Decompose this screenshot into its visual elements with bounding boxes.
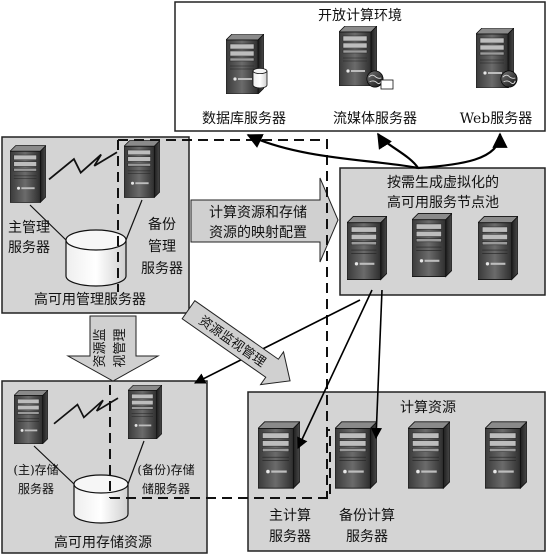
server-icon <box>347 215 387 281</box>
open-environment-panel: 开放计算环境 数据库服务器 流媒体服务器 Web服务器 <box>174 1 546 132</box>
server-icon <box>10 145 46 203</box>
primary-management-server-label-line1: 主管理 <box>8 220 50 236</box>
server-pool-title-line2: 高可用服务节点池 <box>387 194 499 211</box>
primary-compute-server-label-line2: 服务器 <box>269 529 311 545</box>
monitoring-down-label-col2: 视管理 <box>113 328 128 367</box>
backup-management-server-label-line2: 管理 <box>148 239 176 255</box>
backup-management-server-label-line3: 服务器 <box>141 261 183 277</box>
monitoring-lines <box>193 289 383 450</box>
globe-icon <box>500 70 518 88</box>
streaming-server <box>339 26 394 90</box>
dashed-grouping-lines <box>109 139 331 499</box>
backup-compute-server-label-line2: 服务器 <box>346 529 388 545</box>
streaming-server-label: 流媒体服务器 <box>333 111 417 127</box>
backup-compute-server-label-line1: 备份计算 <box>339 507 395 524</box>
web-server <box>476 28 518 88</box>
compute-panel-title: 计算资源 <box>400 400 456 416</box>
monitoring-diagonal-label: 资源监视管理 <box>196 313 269 370</box>
mapping-config-label-line1: 计算资源和存储 <box>209 205 307 221</box>
disk-cylinder-icon <box>65 229 127 287</box>
compute-panel: 计算资源 主计算 服务器 备份计算 服务器 <box>247 391 546 552</box>
mapping-config-label-line2: 资源的映射配置 <box>209 225 307 241</box>
backup-management-server-label-line1: 备份 <box>148 216 176 233</box>
management-panel: 主管理 服务器 备份 管理 服务器 高可用管理服务器 <box>1 136 190 314</box>
server-icon <box>408 421 450 489</box>
server-pool-title-line1: 按需生成虚拟化的 <box>387 175 499 191</box>
backup-storage-server-label-line2: 储服务器 <box>142 481 190 496</box>
web-server-label: Web服务器 <box>460 111 533 127</box>
database-icon <box>252 68 268 88</box>
server-pool-panel: 按需生成虚拟化的 高可用服务节点池 <box>339 167 546 296</box>
server-icon <box>335 421 377 489</box>
storage-panel: (主)存储 服务器 (备份)存储 储服务器 高可用存储资源 <box>1 380 208 554</box>
server-icon <box>14 390 48 444</box>
management-panel-title: 高可用管理服务器 <box>34 291 146 308</box>
storage-panel-title: 高可用存储资源 <box>54 534 152 551</box>
backup-storage-server-label-line1: (备份)存储 <box>137 462 194 477</box>
server-icon <box>412 212 452 278</box>
pool-to-services-arrows <box>246 132 508 170</box>
disk-cylinder-icon <box>73 474 129 524</box>
primary-storage-server-label-line2: 服务器 <box>18 481 54 496</box>
primary-management-server-label-line2: 服务器 <box>8 240 50 256</box>
primary-compute-server-label-line1: 主计算 <box>269 508 311 524</box>
monitoring-down-arrow: 资源监 视管理 <box>66 315 160 382</box>
mapping-config-arrow: 计算资源和存储 资源的映射配置 <box>190 177 339 263</box>
server-icon <box>258 421 300 489</box>
database-server <box>226 34 268 94</box>
server-icon <box>128 385 162 439</box>
media-icon <box>380 79 394 90</box>
server-icon <box>478 215 518 281</box>
primary-storage-server-label-line1: (主)存储 <box>13 462 58 477</box>
database-server-label: 数据库服务器 <box>202 111 286 127</box>
server-icon <box>485 421 527 489</box>
monitoring-down-label-col1: 资源监 <box>93 328 108 367</box>
server-icon <box>124 140 160 198</box>
open-environment-title: 开放计算环境 <box>318 8 402 24</box>
